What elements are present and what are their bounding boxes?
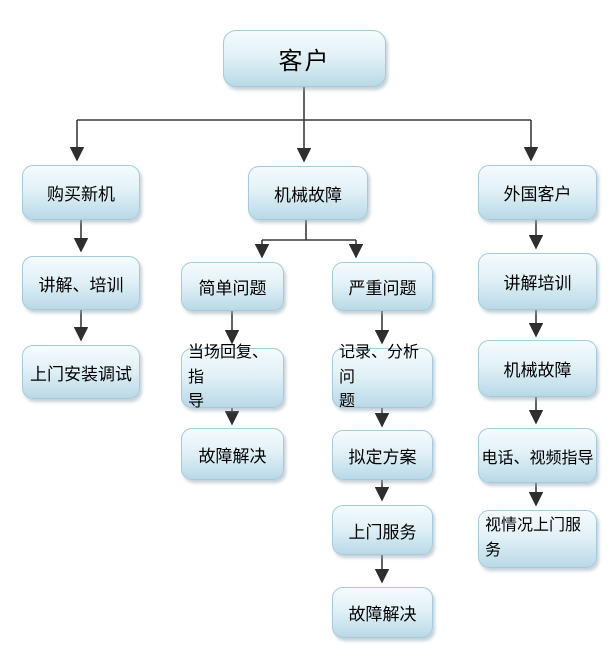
node-draft-plan: 拟定方案 xyxy=(332,430,433,480)
node-simple-problem: 简单问题 xyxy=(181,262,284,311)
node-fault-resolved-bottom-label: 故障解决 xyxy=(348,605,417,624)
node-onsite-service-label: 上门服务 xyxy=(348,522,417,542)
node-onsite-service-as-needed-label: 视情况上门服 务 xyxy=(485,517,582,559)
node-simple-problem-label: 简单问题 xyxy=(198,279,267,298)
node-onsite-service-as-needed: 视情况上门服 务 xyxy=(478,510,597,568)
node-fault-resolved-bottom: 故障解决 xyxy=(332,587,433,638)
node-foreign-customer: 外国客户 xyxy=(478,165,597,220)
node-serious-problem: 严重问题 xyxy=(332,262,433,311)
node-explain-training-left-label: 讲解、培训 xyxy=(38,275,124,295)
connector-customer-branches xyxy=(69,87,539,163)
node-phone-video-guidance-label: 电话、视频指导 xyxy=(481,449,594,467)
node-serious-problem-label: 严重问题 xyxy=(348,279,417,298)
node-record-analyze-problem-label: 记录、分析问 题 xyxy=(339,343,420,411)
node-fault-resolved-left: 故障解决 xyxy=(181,428,284,480)
node-mechanical-failure-label: 机械故障 xyxy=(274,185,342,205)
node-onspot-reply-guidance: 当场回复、指 导 xyxy=(181,344,284,410)
node-foreign-customer-label: 外国客户 xyxy=(503,185,572,204)
node-customer-label: 客户 xyxy=(278,49,331,75)
node-onspot-reply-guidance-label: 当场回复、指 导 xyxy=(188,343,269,411)
node-phone-video-guidance: 电话、视频指导 xyxy=(478,428,597,483)
node-buy-new-machine: 购买新机 xyxy=(22,165,140,220)
node-fault-resolved-left-label: 故障解决 xyxy=(198,446,267,466)
node-onsite-service: 上门服务 xyxy=(332,505,433,555)
node-explain-training-left: 讲解、培训 xyxy=(22,256,140,310)
node-buy-new-machine-label: 购买新机 xyxy=(47,185,115,204)
node-mechanical-failure: 机械故障 xyxy=(248,166,368,220)
node-draft-plan-label: 拟定方案 xyxy=(348,447,417,467)
node-record-analyze-problem: 记录、分析问 题 xyxy=(332,344,433,410)
connector-failure-split xyxy=(254,220,364,259)
node-explain-training-right: 讲解培训 xyxy=(478,253,597,310)
node-onsite-install-debug-label: 上门安装调试 xyxy=(30,364,132,384)
node-onsite-install-debug: 上门安装调试 xyxy=(22,345,140,399)
node-mechanical-failure-right: 机械故障 xyxy=(478,340,597,397)
node-customer: 客户 xyxy=(223,30,386,87)
node-explain-training-right-label: 讲解培训 xyxy=(503,274,572,293)
node-mechanical-failure-right-label: 机械故障 xyxy=(503,361,572,380)
